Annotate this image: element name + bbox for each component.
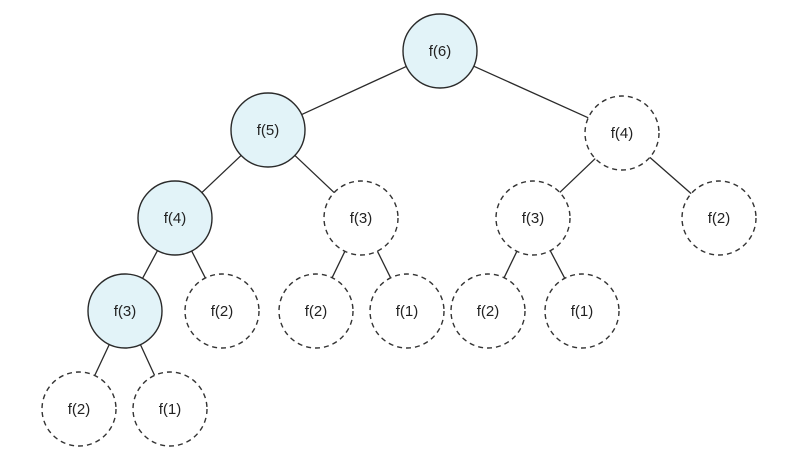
repeated-call-node: f(1) <box>544 273 620 349</box>
node-label: f(4) <box>611 125 634 142</box>
node-circle <box>584 95 660 171</box>
repeated-call-node: f(2) <box>41 371 117 447</box>
computed-call-node: f(4) <box>137 180 213 256</box>
node-label: f(6) <box>429 43 452 60</box>
node-label: f(2) <box>477 303 500 320</box>
tree-nodes: f(6) f(5) f(4) f(4) f(3) f(3) f(2) f(3) f(2) f(2)… <box>41 13 757 447</box>
node-label: f(3) <box>522 210 545 227</box>
tree-edge <box>201 154 242 194</box>
tree-edge <box>549 250 566 279</box>
repeated-call-node: f(3) <box>323 180 399 256</box>
repeated-call-node: f(2) <box>681 180 757 256</box>
node-circle <box>369 273 445 349</box>
node-label: f(2) <box>211 303 234 320</box>
computed-call-node: f(3) <box>87 273 163 349</box>
node-label: f(2) <box>305 303 328 320</box>
repeated-call-node: f(1) <box>369 273 445 349</box>
node-circle <box>132 371 208 447</box>
node-circle <box>278 273 354 349</box>
node-label: f(5) <box>257 122 280 139</box>
node-circle <box>137 180 213 256</box>
node-label: f(3) <box>350 210 373 227</box>
repeated-call-node: f(1) <box>132 371 208 447</box>
node-circle <box>495 180 571 256</box>
tree-edge <box>294 154 335 194</box>
node-circle <box>230 92 306 168</box>
tree-edge <box>331 251 346 278</box>
repeated-call-node: f(2) <box>278 273 354 349</box>
node-circle <box>450 273 526 349</box>
repeated-call-node: f(2) <box>450 273 526 349</box>
tree-edge <box>503 251 518 278</box>
node-circle <box>323 180 399 256</box>
node-circle <box>41 371 117 447</box>
node-label: f(4) <box>164 210 187 227</box>
repeated-call-node: f(2) <box>184 273 260 349</box>
tree-edge <box>139 344 156 376</box>
repeated-call-node: f(4) <box>584 95 660 171</box>
node-circle <box>402 13 478 89</box>
node-label: f(1) <box>571 303 594 320</box>
tree-edge <box>94 344 110 376</box>
node-circle <box>87 273 163 349</box>
repeated-call-node: f(3) <box>495 180 571 256</box>
tree-edge <box>559 158 596 193</box>
node-label: f(3) <box>114 303 137 320</box>
node-label: f(2) <box>68 401 91 418</box>
tree-edge <box>191 250 206 279</box>
tree-edge <box>301 65 407 116</box>
tree-edges <box>94 65 692 376</box>
node-circle <box>681 180 757 256</box>
node-circle <box>544 273 620 349</box>
tree-edge <box>473 65 589 119</box>
node-label: f(2) <box>708 210 731 227</box>
tree-edge <box>141 250 159 279</box>
node-circle <box>184 273 260 349</box>
node-label: f(1) <box>159 401 182 418</box>
tree-edge <box>649 156 692 195</box>
computed-call-node: f(6) <box>402 13 478 89</box>
tree-edge <box>376 250 392 279</box>
node-label: f(1) <box>396 303 419 320</box>
computed-call-node: f(5) <box>230 92 306 168</box>
